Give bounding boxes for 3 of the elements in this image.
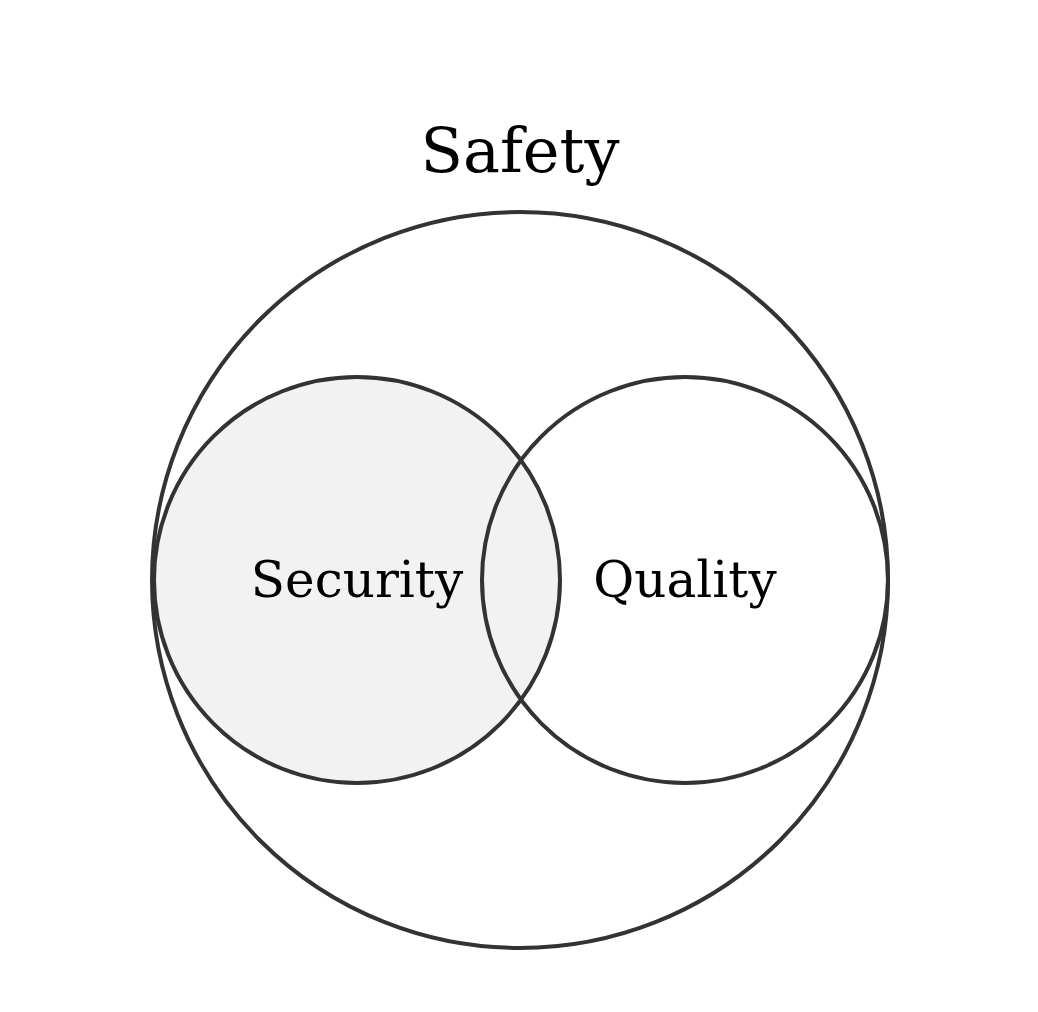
- set-heading: Safety: [420, 113, 620, 187]
- set-label: Quality: [593, 551, 777, 609]
- set-label: Security: [250, 551, 464, 609]
